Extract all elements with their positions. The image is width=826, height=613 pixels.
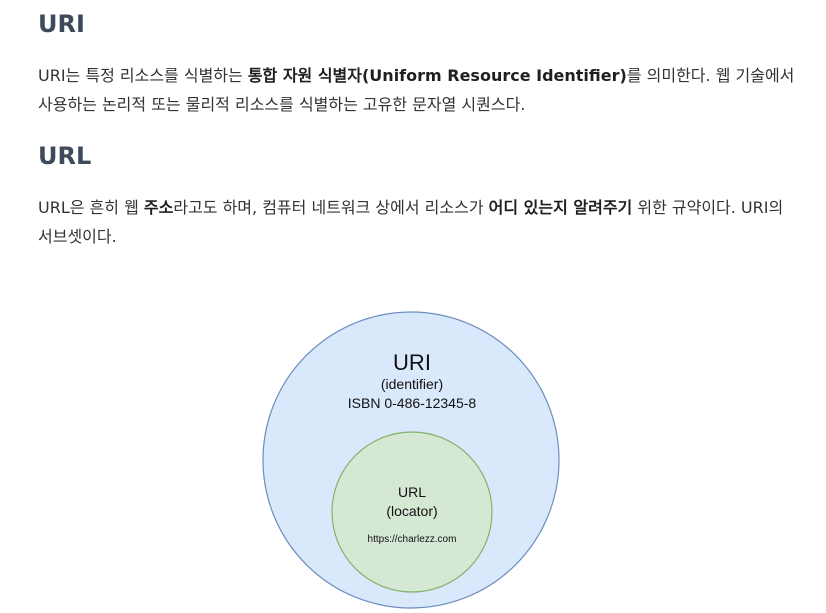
section-heading-uri: URI [38, 10, 85, 38]
uri-url-venn-diagram: URI (identifier) ISBN 0-486-12345-8 URL … [262, 311, 560, 609]
uri-description: URI는 특정 리소스를 식별하는 통합 자원 식별자(Uniform Reso… [38, 61, 798, 119]
url-circle-subtitle: (locator) [386, 503, 437, 519]
uri-circle-subtitle: (identifier) [381, 376, 443, 392]
url-description-text-1: URL은 흔히 웹 [38, 198, 144, 217]
section-heading-url: URL [38, 142, 92, 170]
url-circle-example: https://charlezz.com [368, 534, 457, 545]
uri-circle-example: ISBN 0-486-12345-8 [348, 395, 477, 411]
url-description-text-3: 위한 규약이다. URI의 서브셋이다. [38, 198, 784, 246]
url-circle-title: URL [398, 484, 426, 500]
url-description-bold-location: 어디 있는지 알려주기 [488, 198, 633, 217]
url-description-text-2: 라고도 하며, 컴퓨터 네트워크 상에서 리소스가 [173, 198, 489, 217]
uri-description-text-1: URI는 특정 리소스를 식별하는 [38, 66, 248, 85]
url-description-bold-address: 주소 [143, 198, 174, 217]
uri-description-bold-term: 통합 자원 식별자(Uniform Resource Identifier) [247, 66, 627, 85]
url-circle [331, 431, 493, 593]
url-description: URL은 흔히 웹 주소라고도 하며, 컴퓨터 네트워크 상에서 리소스가 어디… [38, 193, 798, 251]
uri-description-text-2: 를 의미한다. 웹 기술에서 사용하는 논리적 또는 물리적 리소스를 식별하는… [38, 66, 795, 114]
uri-circle-title: URI [393, 350, 431, 375]
